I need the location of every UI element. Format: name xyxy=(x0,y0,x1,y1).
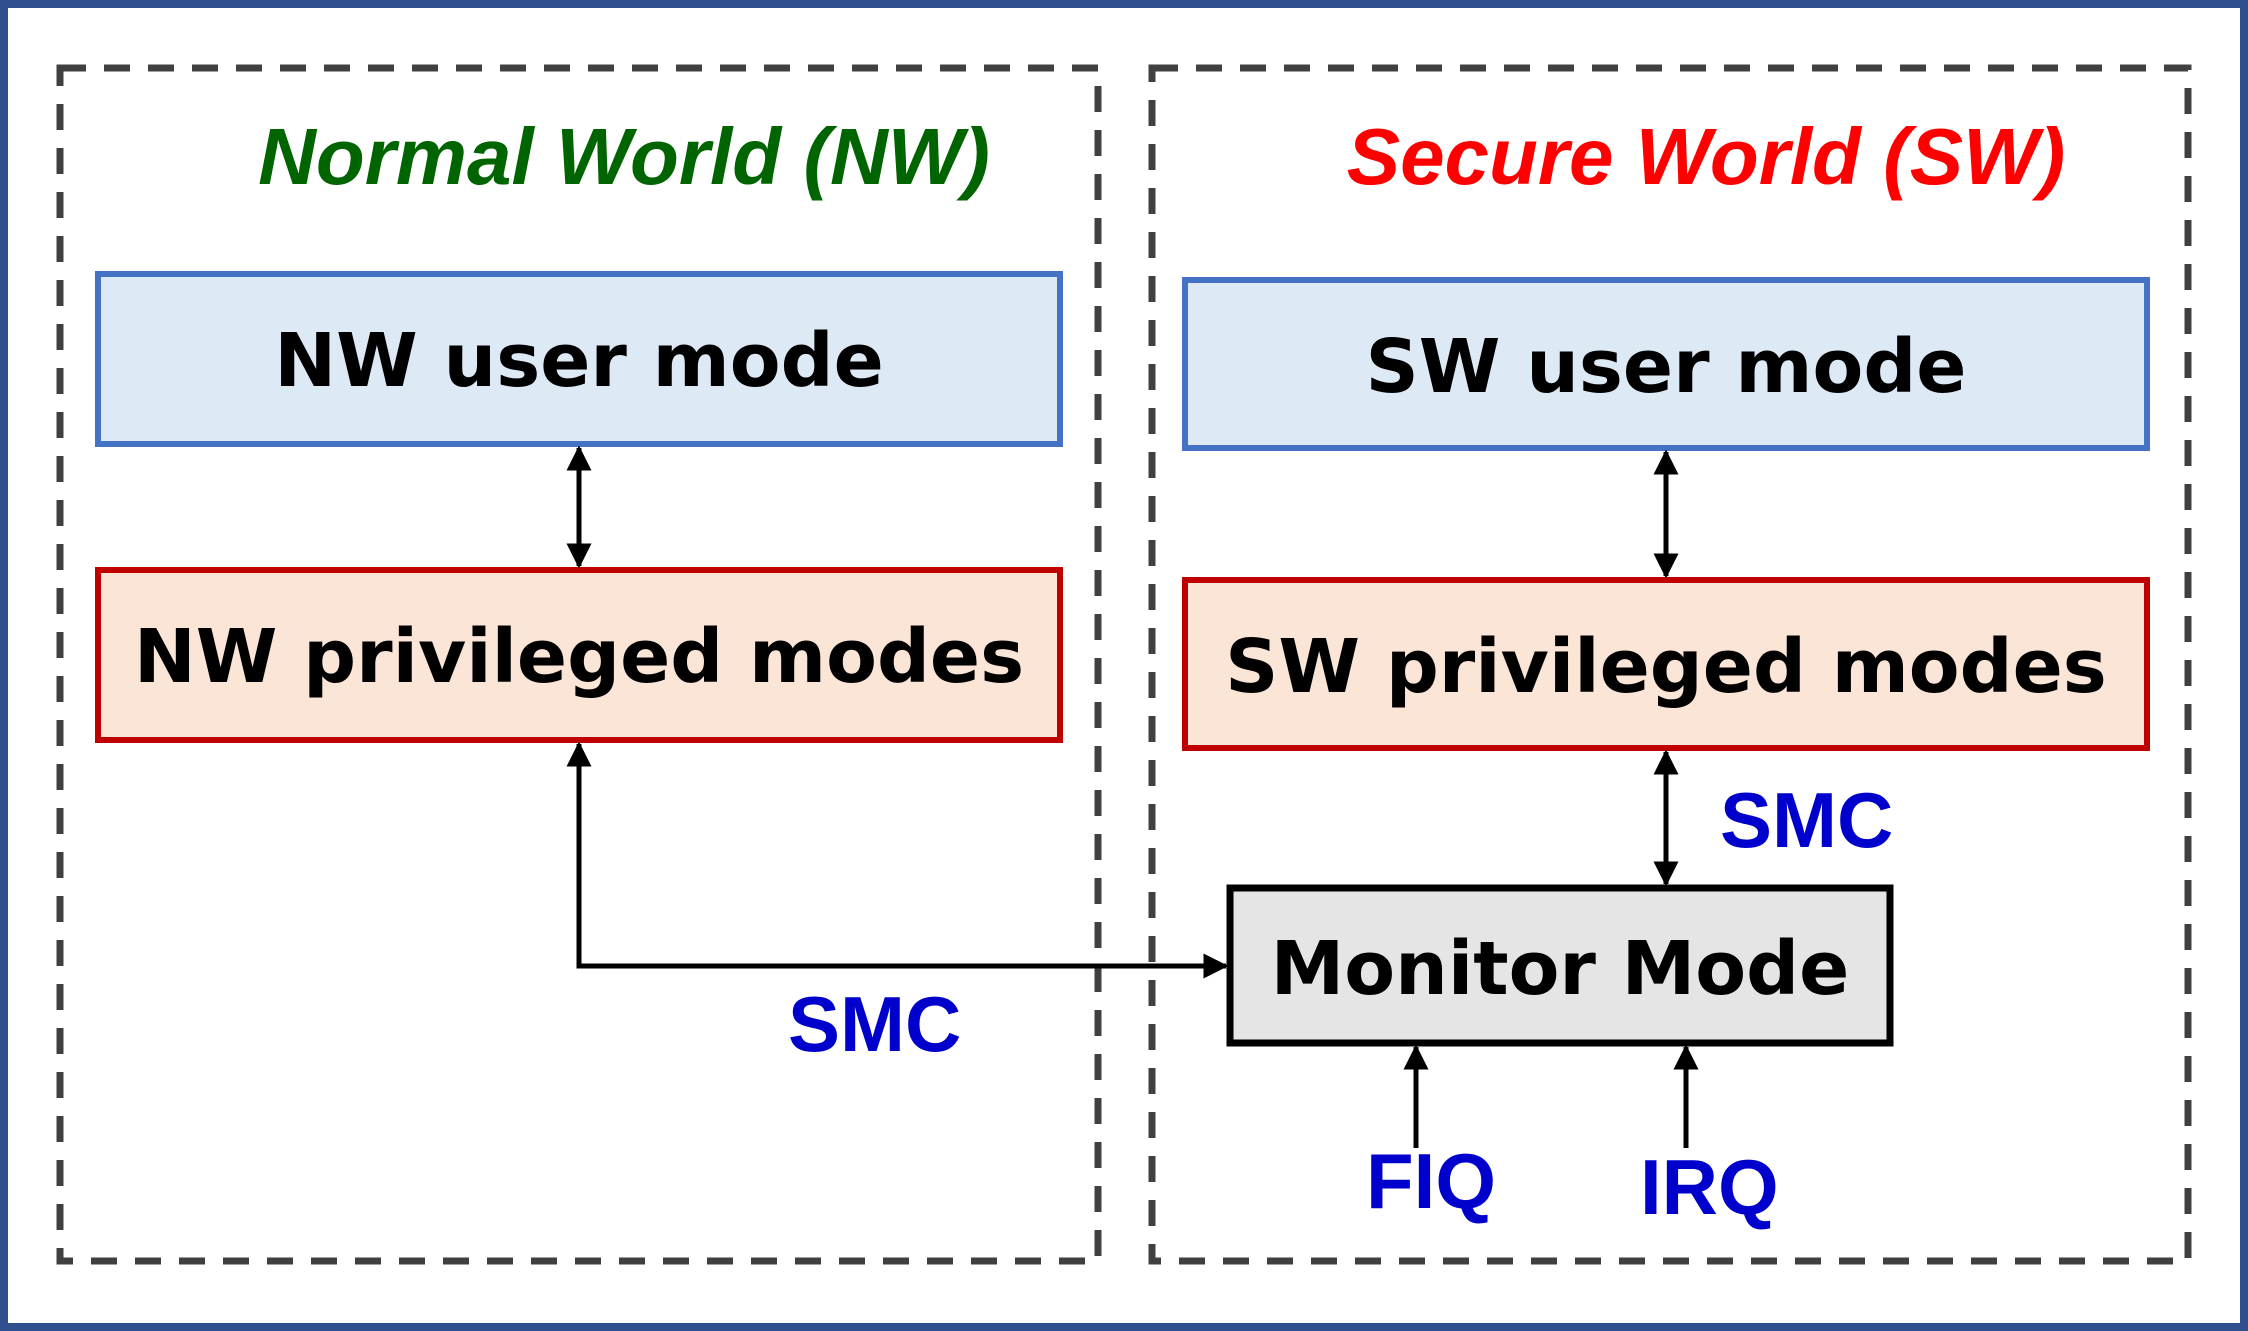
normal-world-region xyxy=(56,64,1102,1265)
smc-nw-label: SMC xyxy=(788,980,961,1068)
monitor-mode-label: Monitor Mode xyxy=(1271,926,1850,1012)
nw-priv-monitor-arrow xyxy=(566,741,1229,979)
sw-privileged-modes-label: SW privileged modes xyxy=(1225,624,2107,710)
nw-user-mode-box xyxy=(95,271,1063,447)
nw-privileged-modes-box xyxy=(95,567,1063,743)
sw-user-mode-box xyxy=(1182,277,2150,451)
secure-world-region xyxy=(1148,64,2192,1265)
nw-privileged-modes-label: NW privileged modes xyxy=(134,614,1024,700)
normal-world-title: Normal World (NW) xyxy=(258,112,990,201)
fiq-label: FIQ xyxy=(1366,1137,1496,1225)
sw-privileged-modes-box xyxy=(1182,577,2150,751)
sw-user-mode-label: SW user mode xyxy=(1366,324,1967,410)
monitor-mode-box xyxy=(1226,884,1894,1047)
irq-label: IRQ xyxy=(1640,1143,1779,1231)
smc-sw-label: SMC xyxy=(1720,776,1893,864)
nw-user-mode-label: NW user mode xyxy=(274,318,884,404)
secure-world-title: Secure World (SW) xyxy=(1347,112,2066,201)
